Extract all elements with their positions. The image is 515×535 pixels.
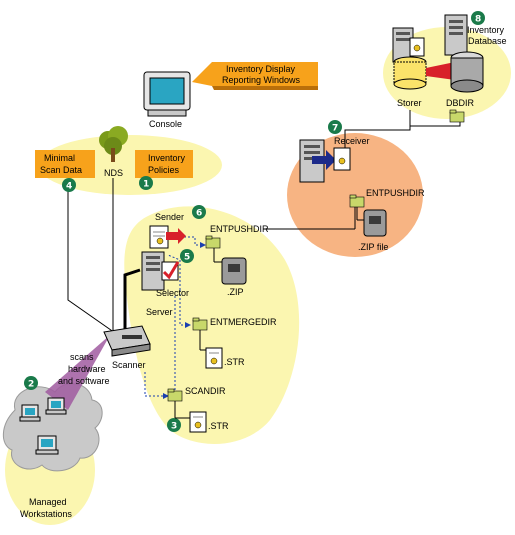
label-reporting-windows: Reporting Windows xyxy=(222,75,301,85)
dash-sender-to-entpushdir xyxy=(180,236,206,248)
label-server: Server xyxy=(146,307,173,317)
label-inventory-display: Inventory Display xyxy=(226,64,296,74)
svg-text:8: 8 xyxy=(475,15,481,25)
dash-scanner-to-scandir xyxy=(144,372,169,399)
workstation-icon xyxy=(45,397,67,415)
scanner-icon xyxy=(103,325,151,357)
step-badge-5: 5 xyxy=(180,249,194,263)
svg-text:7: 7 xyxy=(332,124,338,134)
svg-text:4: 4 xyxy=(66,182,72,192)
label-entpushdir-main: ENTPUSHDIR xyxy=(210,224,269,234)
label-selector: Selector xyxy=(156,288,189,298)
database-icon xyxy=(393,56,427,90)
tree-icon xyxy=(99,126,128,162)
folder-icon xyxy=(167,388,183,402)
label-entpushdir-receiver: ENTPUSHDIR xyxy=(366,188,425,198)
inventory-policies-tag xyxy=(135,150,193,178)
folder-icon xyxy=(449,109,465,123)
label-scan-data: Scan Data xyxy=(40,165,82,175)
label-scans: scans xyxy=(70,352,94,362)
label-entmergedir: ENTMERGEDIR xyxy=(210,317,277,327)
line-minimal-to-scanner xyxy=(67,180,119,336)
label-and-software: and software xyxy=(58,376,110,386)
minimal-scan-tag xyxy=(35,150,95,178)
label-policies: Policies xyxy=(148,165,180,175)
document-icon xyxy=(409,37,425,57)
label-minimal: Minimal xyxy=(44,153,75,163)
label-sender: Sender xyxy=(155,212,184,222)
storer-to-db-beam xyxy=(426,62,455,80)
label-scanner: Scanner xyxy=(112,360,146,370)
label-zip-file: .ZIP file xyxy=(358,242,388,252)
label-storer: Storer xyxy=(397,98,422,108)
line-dbdir-to-receiver xyxy=(344,126,411,150)
server-icon xyxy=(444,14,468,56)
arrow-icon xyxy=(312,150,336,170)
inventory-display-tag xyxy=(192,62,318,86)
folder-icon xyxy=(192,317,208,331)
label-str-2: .STR xyxy=(208,421,229,431)
step-badge-8: 8 xyxy=(471,11,485,25)
step-badge-3: 3 xyxy=(167,418,181,432)
label-workstations: Workstations xyxy=(20,509,72,519)
document-icon xyxy=(189,411,207,433)
svg-text:1: 1 xyxy=(143,180,149,190)
zip-drive-icon xyxy=(363,209,387,237)
checkmark-icon xyxy=(161,261,180,281)
step-badge-4: 4 xyxy=(62,178,76,192)
label-str-1: .STR xyxy=(224,357,245,367)
label-dbdir: DBDIR xyxy=(446,98,475,108)
database-icon xyxy=(450,51,484,93)
step-badge-1: 1 xyxy=(139,176,153,190)
label-inventory-db-2: Database xyxy=(468,36,507,46)
step-badge-7: 7 xyxy=(328,120,342,134)
label-zip: .ZIP xyxy=(227,287,244,297)
monitor-icon xyxy=(143,71,191,117)
document-icon xyxy=(205,347,223,369)
zip-drive-icon xyxy=(221,257,247,285)
svg-text:2: 2 xyxy=(28,380,34,390)
folder-icon xyxy=(205,235,221,249)
workstation-icon xyxy=(35,435,59,455)
label-nds: NDS xyxy=(104,168,123,178)
svg-text:5: 5 xyxy=(184,253,190,263)
label-inventory: Inventory xyxy=(148,153,186,163)
label-managed: Managed xyxy=(29,497,67,507)
server-icon xyxy=(141,251,165,291)
document-icon xyxy=(333,147,351,171)
label-inventory-db-1: Inventory xyxy=(467,25,505,35)
label-receiver: Receiver xyxy=(334,136,370,146)
svg-text:3: 3 xyxy=(171,422,177,432)
workstation-icon xyxy=(19,404,41,422)
label-scandir: SCANDIR xyxy=(185,386,226,396)
label-hardware: hardware xyxy=(68,364,106,374)
inventory-display-shadow xyxy=(212,86,318,90)
svg-text:6: 6 xyxy=(196,209,202,219)
document-icon xyxy=(149,225,169,249)
step-badge-6: 6 xyxy=(192,205,206,219)
folder-icon xyxy=(349,194,365,208)
arrow-icon xyxy=(166,228,186,244)
line-server-to-scanner xyxy=(123,268,141,330)
line-nds-to-scanner xyxy=(112,178,121,335)
label-console: Console xyxy=(149,119,182,129)
dash-selector-to-entmergedir xyxy=(179,290,191,328)
step-badge-2: 2 xyxy=(24,376,38,390)
scan-beam xyxy=(45,335,110,410)
dash-selector-up xyxy=(167,254,181,290)
